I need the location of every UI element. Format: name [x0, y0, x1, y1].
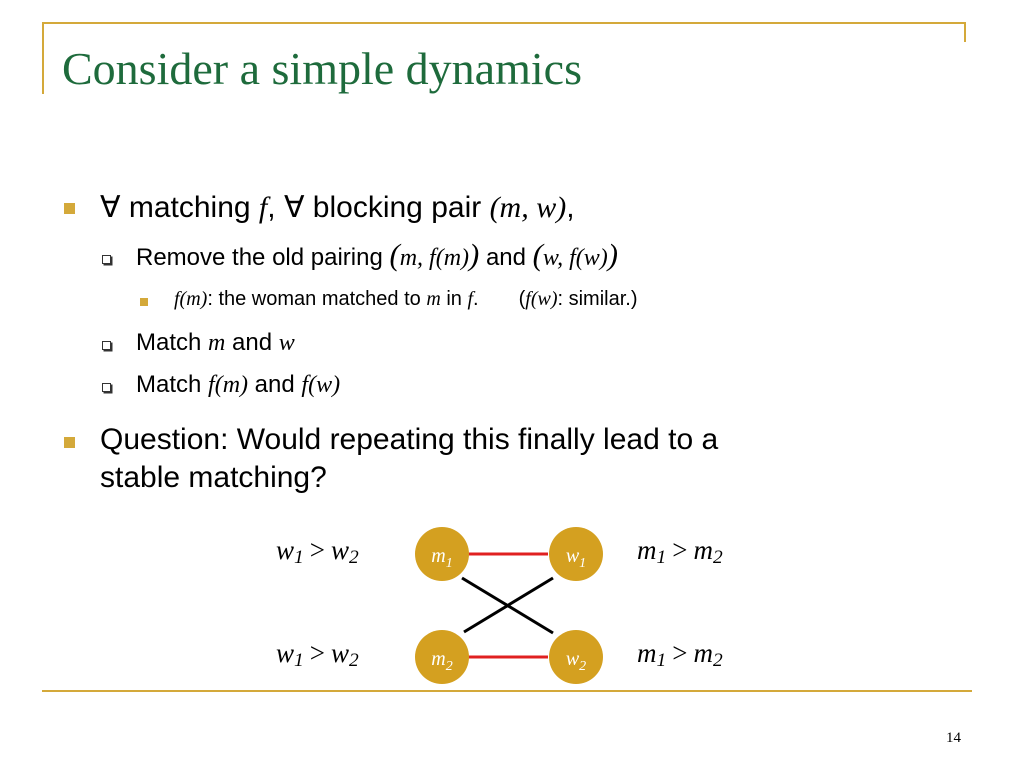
pref-right-top-op: >: [672, 535, 688, 565]
frame-right-rule: [964, 22, 966, 42]
node-w1-label: w1: [566, 545, 586, 571]
sub-sub-bullet: f(m): the woman matched to m in f. (f(w):…: [174, 288, 638, 311]
pref-right-bottom-op: >: [672, 638, 688, 668]
edge-m2-w1: [463, 576, 554, 634]
node-w1: [549, 527, 603, 581]
sub-bullet-1a-and: and: [479, 244, 533, 271]
node-w2: [549, 630, 603, 684]
sub-bullet-marker-1c: [102, 383, 111, 392]
sub-bullet-1c-text: Match: [136, 371, 209, 398]
bullet-1: ∀ matching f, ∀ blocking pair (m, w),: [100, 190, 575, 225]
bullet-1-sep: ,: [267, 191, 284, 224]
frame-left-rule: [42, 22, 44, 94]
sub-sub-text-2: in: [440, 288, 468, 310]
pref-right-bottom: m1>m2: [637, 638, 723, 672]
bullet-1-end: ,: [566, 191, 575, 224]
pref-left-bottom: w1>w2: [276, 638, 359, 672]
pref-left-top-a: w: [276, 535, 295, 565]
pref-left-bottom-b-sub: 2: [348, 649, 359, 671]
pref-right-top-b-sub: 2: [712, 546, 723, 568]
pref-left-top-b: w: [330, 535, 349, 565]
sub-bullet-1c: Match f(m) and f(w): [136, 371, 340, 399]
sub-sub-paren-open: (: [518, 288, 526, 310]
sub-bullet-1a-paren-close-2: ): [607, 238, 619, 272]
sub-bullet-1a: Remove the old pairing (m, f(m)) and (w,…: [136, 240, 618, 272]
pref-left-top: w1>w2: [276, 535, 359, 569]
sub-bullet-1b-text: Match: [136, 329, 209, 356]
bullet-1-text-b: ∀ blocking pair: [283, 191, 490, 224]
node-m1: [415, 527, 469, 581]
sub-bullet-1a-text: Remove the old pairing: [136, 244, 390, 271]
sub-bullet-1b: Match m and w: [136, 329, 295, 357]
bullet-1-text-a: ∀ matching: [100, 191, 259, 224]
sub-bullet-1a-math-1: m, f(m): [399, 245, 470, 271]
sub-sub-math-fm: f(m): [174, 288, 208, 310]
bullet-2-line-2: stable matching?: [100, 461, 327, 494]
footer-rule: [42, 690, 972, 692]
sub-sub-math-f: f: [467, 288, 474, 310]
sub-sub-math-m: m: [426, 288, 441, 310]
bullet-1-math-pair: (m, w): [489, 191, 567, 224]
frame-top-rule: [42, 22, 964, 24]
pref-right-top-b: m: [693, 535, 713, 565]
sub-bullet-1c-math-fm: f(m): [208, 372, 249, 398]
sub-sub-bullet-marker: [140, 298, 148, 306]
node-m2: [415, 630, 469, 684]
sub-bullet-marker-1b: [102, 341, 111, 350]
pref-right-top-a-sub: 1: [656, 546, 667, 568]
pref-left-bottom-op: >: [309, 638, 325, 668]
pref-right-bottom-a-sub: 1: [656, 649, 667, 671]
pref-left-bottom-a-sub: 1: [294, 649, 304, 671]
sub-bullet-1c-and: and: [248, 371, 302, 398]
sub-sub-text-3: : similar.): [557, 288, 638, 310]
pref-right-bottom-a: m: [637, 638, 657, 668]
node-m2-label: m2: [431, 648, 452, 674]
sub-bullet-marker-1a: [102, 255, 111, 264]
page-number: 14: [946, 730, 961, 746]
sub-bullet-1b-math-w: w: [278, 330, 295, 356]
sub-sub-math-fw: f(w): [525, 288, 558, 310]
pref-left-top-op: >: [309, 535, 325, 565]
sub-bullet-1c-math-fw: f(w): [301, 372, 341, 398]
sub-bullet-1b-and: and: [225, 329, 279, 356]
bullet-1-math-f: f: [258, 191, 268, 224]
bullet-2: Question: Would repeating this finally l…: [100, 421, 718, 497]
slide-title: Consider a simple dynamics: [62, 43, 582, 94]
pref-right-bottom-b-sub: 2: [712, 649, 723, 671]
bullet-2-line-1: Question: Would repeating this finally l…: [100, 423, 719, 456]
sub-bullet-1a-paren-open-2: (: [532, 238, 543, 272]
pref-right-top: m1>m2: [637, 535, 723, 569]
pref-left-bottom-a: w: [276, 638, 295, 668]
sub-bullet-1a-math-2: w, f(w): [542, 245, 608, 271]
pref-left-top-b-sub: 2: [348, 546, 359, 568]
sub-sub-dot: .: [473, 288, 479, 310]
bullet-marker-2: [64, 437, 75, 448]
node-m1-label: m1: [431, 545, 452, 571]
pref-left-bottom-b: w: [330, 638, 349, 668]
pref-left-top-a-sub: 1: [294, 546, 304, 568]
bullet-marker-1: [64, 203, 75, 214]
node-w2-label: w2: [566, 648, 586, 674]
pref-right-bottom-b: m: [693, 638, 713, 668]
sub-sub-text-1: : the woman matched to: [207, 288, 427, 310]
pref-right-top-a: m: [637, 535, 657, 565]
sub-bullet-1b-math-m: m: [208, 330, 226, 356]
sub-bullet-1a-paren-close-1: ): [469, 238, 480, 272]
sub-bullet-1a-paren-open-1: (: [389, 238, 400, 272]
